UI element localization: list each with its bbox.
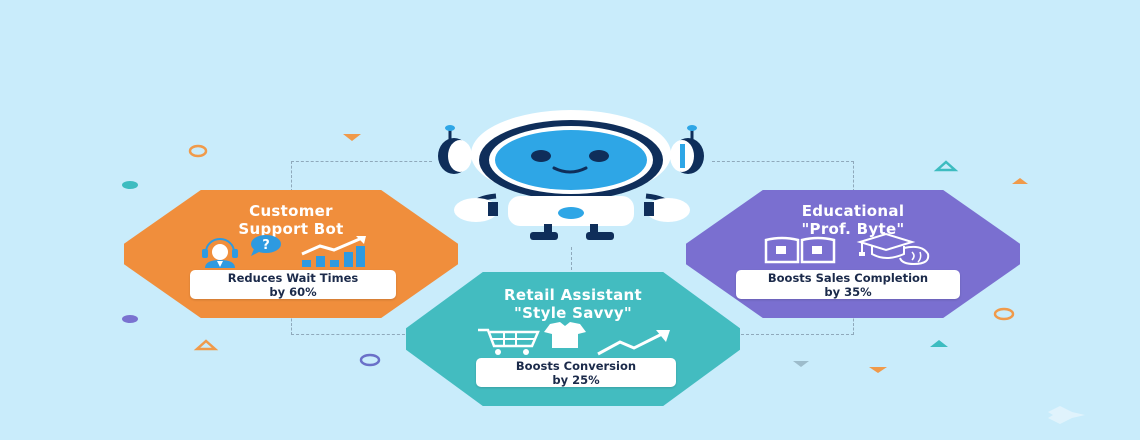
stat-line1: Boosts Conversion [515,358,637,373]
stat-line2: by 35% [824,284,872,299]
card-icons [476,320,672,356]
question-bubble-icon: ? [251,235,281,256]
card-title-line1: Retail Assistant [504,286,642,304]
stat-box: Boosts Sales Completion by 35% [736,270,960,299]
stat-line2: by 25% [552,372,600,387]
stat-box: Reduces Wait Times by 60% [190,270,396,299]
bar-chart-growth-icon [301,236,366,267]
connector-center [571,247,572,275]
tshirt-icon [544,322,586,348]
trend-up-arrow-icon [597,330,670,356]
card-title-line2: Support Bot [238,220,344,238]
card-title-line1: Educational [801,202,905,220]
card-icons [762,232,936,266]
connector-bottom-left [291,314,410,335]
connector-top-right [712,161,854,192]
svg-text:?: ? [262,238,270,253]
connector-bottom-right [736,314,854,335]
robot-mascot [438,110,704,240]
stat-line1: Boosts Sales Completion [767,270,929,285]
shopping-cart-icon [478,328,540,355]
card-title-line2: "Style Savvy" [513,304,633,322]
stat-line1: Reduces Wait Times [227,270,359,285]
card-icons: ? [196,234,370,268]
card-educational[interactable]: Educational "Prof. Byte" Boosts Sales Co… [686,190,1020,318]
open-book-icon [764,236,836,264]
card-customer-support[interactable]: Customer Support Bot ? Reduces Wait Time… [124,190,458,318]
connector-top-left [291,161,432,192]
graduation-cap-brain-icon [856,232,930,266]
support-agent-icon [202,238,238,268]
card-title-line2: "Prof. Byte" [801,220,905,238]
card-retail-assistant[interactable]: Retail Assistant "Style Savvy" Boosts Co… [406,272,740,406]
stat-line2: by 60% [269,284,317,299]
stat-box: Boosts Conversion by 25% [476,358,676,387]
card-title-line1: Customer [249,202,333,220]
